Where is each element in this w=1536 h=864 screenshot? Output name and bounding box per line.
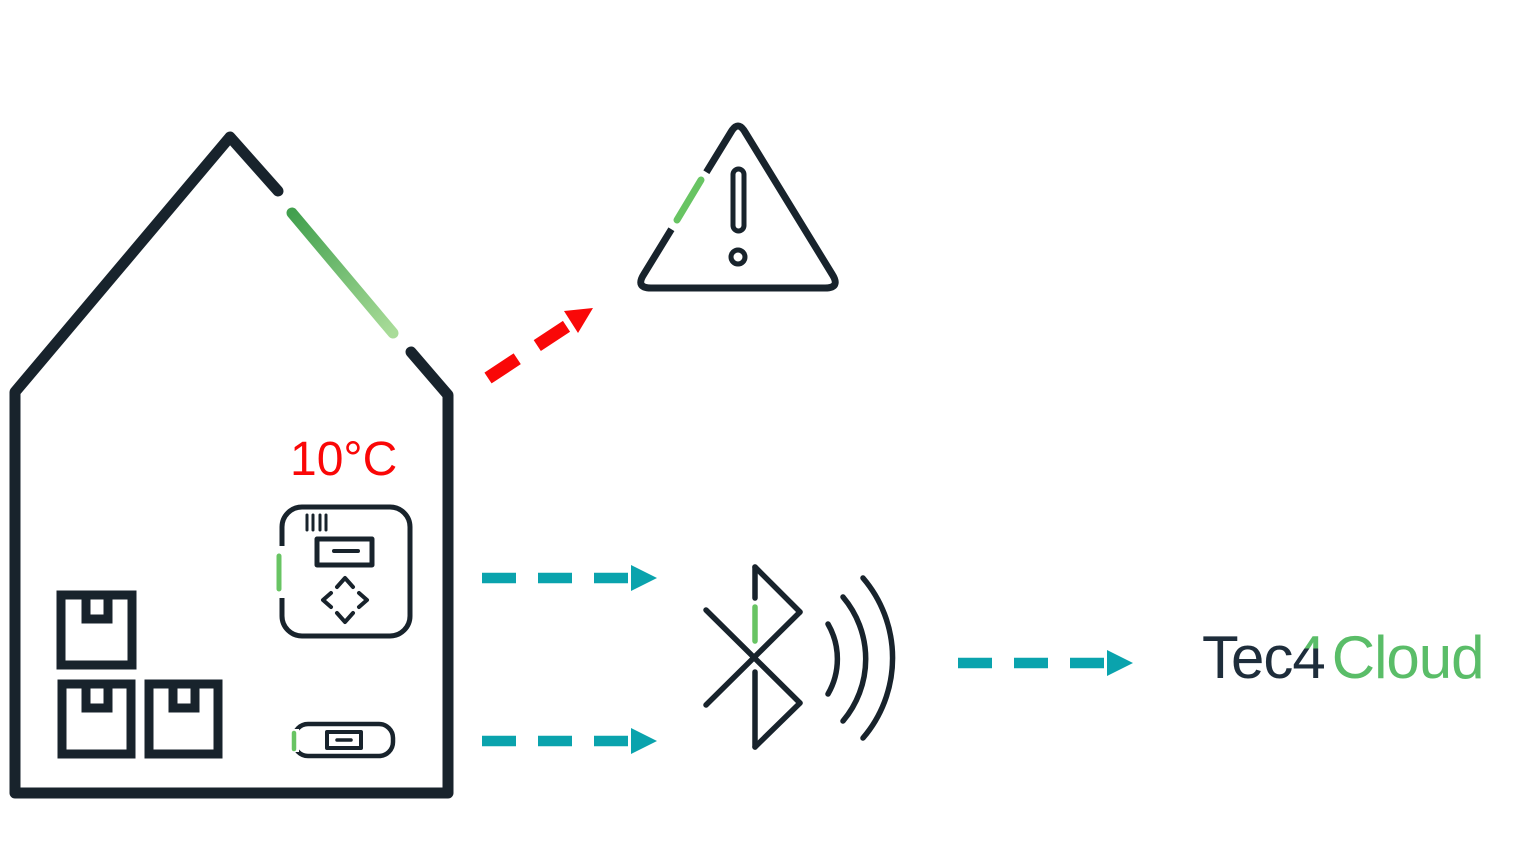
sensor-display xyxy=(325,730,363,750)
alert-arrow xyxy=(484,308,593,384)
house-icon xyxy=(9,131,454,799)
thermostat-body xyxy=(279,504,413,639)
tracking-sensor-icon xyxy=(289,721,396,759)
box-top xyxy=(56,590,137,670)
bluetooth-cross-up xyxy=(703,607,803,706)
bluetooth-signal-icon xyxy=(703,564,896,750)
thermostat-up-arrow xyxy=(335,576,355,589)
alert-arrow-head xyxy=(564,308,593,333)
alert-arrow-dashes xyxy=(484,318,574,384)
warning-triangle-outline xyxy=(637,122,839,292)
thermostat-left-arrow xyxy=(321,591,333,609)
cloud-flow-head xyxy=(1107,650,1133,676)
bluetooth-top-diagonal xyxy=(752,564,803,615)
thermostat-right-arrow xyxy=(357,591,369,609)
thermostat-display xyxy=(314,536,375,568)
sensor-flow-head xyxy=(631,728,657,754)
warning-exclamation-dot xyxy=(728,247,748,267)
box-bottom-left-flap xyxy=(81,684,113,713)
house-outline xyxy=(9,131,454,799)
warning-triangle-green-segment xyxy=(673,176,705,224)
box-bottom-right xyxy=(144,679,223,759)
warning-exclamation-bar xyxy=(730,166,747,234)
bluetooth-bottom-diagonal xyxy=(752,700,803,750)
signal-wave-small xyxy=(825,621,841,697)
box-bottom-right-flap xyxy=(168,684,200,713)
parcel-boxes-icon xyxy=(56,590,223,759)
thermostat-icon xyxy=(276,504,413,639)
thermostat-flow-head xyxy=(631,565,657,591)
house-roof-green-segment xyxy=(286,207,399,339)
temperature-label: 10°C xyxy=(290,433,398,486)
logo-prefix: Tec xyxy=(1202,624,1293,691)
signal-wave-large xyxy=(860,575,896,741)
signal-wave-medium xyxy=(840,594,869,724)
warning-triangle-icon xyxy=(637,122,839,292)
box-bottom-left xyxy=(57,679,136,759)
box-top-flap xyxy=(81,595,113,624)
logo-digit: 4 xyxy=(1292,624,1325,691)
flow-arrows xyxy=(482,565,1133,754)
thermostat-down-arrow xyxy=(335,611,355,624)
logo-suffix: Cloud xyxy=(1331,624,1485,691)
